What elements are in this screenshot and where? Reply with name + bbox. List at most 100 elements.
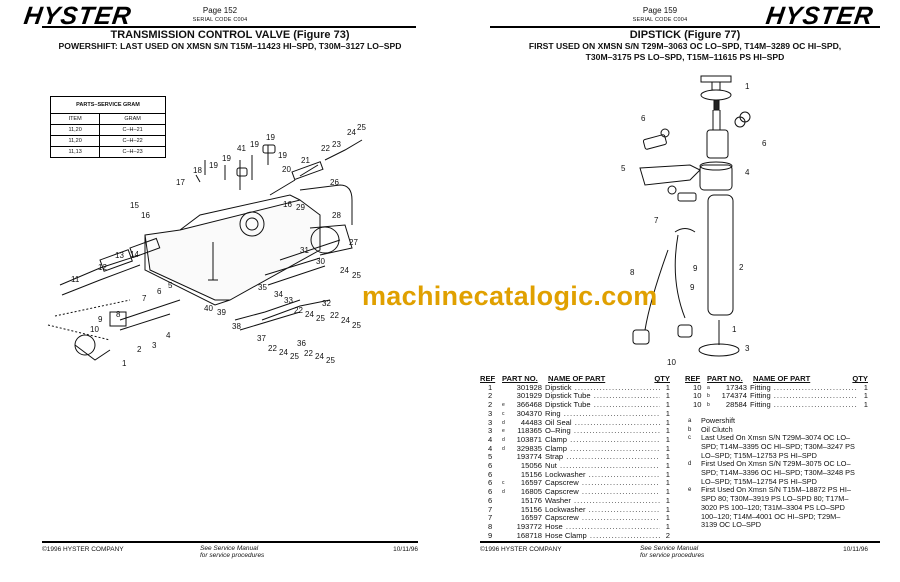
part-note [502, 497, 512, 506]
left-callout-22: 22 [330, 311, 339, 320]
page-subtitle-left: POWERSHIFT: LAST USED ON XMSN S/N T15M–1… [58, 41, 402, 51]
left-callout-24: 24 [315, 352, 324, 361]
left-callout-28: 28 [332, 211, 341, 220]
left-callout-40: 40 [204, 304, 213, 313]
part-qty: 1 [665, 513, 670, 523]
left-callout-19: 19 [222, 154, 231, 163]
left-callout-25: 25 [352, 321, 361, 330]
left-callout-24: 24 [279, 348, 288, 357]
part-qty: 1 [665, 478, 670, 488]
left-callout-41: 41 [237, 144, 246, 153]
part-qty: 1 [665, 443, 670, 453]
part-part: 103871 [516, 434, 542, 444]
part-ref: 2 [488, 400, 493, 410]
part-name: Capscrew [545, 514, 660, 523]
part-part: 28584 [725, 400, 747, 410]
part-ref: 3 [488, 408, 493, 418]
left-callout-30: 30 [316, 257, 325, 266]
parts-row: 716597Capscrew1 [480, 514, 670, 523]
part-part: 15156 [520, 504, 542, 514]
footnote-text: Powershift [701, 415, 736, 425]
part-part: 174374 [721, 391, 747, 401]
footer-rule-right [480, 541, 880, 543]
part-name: Nut [545, 462, 660, 471]
left-callout-27: 27 [349, 238, 358, 247]
footer-date-right: 10/11/96 [843, 546, 868, 553]
header-part-no: PART NO. [502, 374, 538, 383]
left-callout-37: 37 [257, 334, 266, 343]
part-part: 16597 [520, 513, 542, 523]
parts-row: 4d103871Clamp1 [480, 434, 670, 445]
left-callout-22: 22 [304, 349, 313, 358]
part-part: 15156 [520, 469, 542, 479]
part-part: 15176 [520, 495, 542, 505]
parts-row: 8193772Hose1 [480, 522, 670, 532]
left-callout-22: 22 [268, 344, 277, 353]
part-name: Hose [545, 523, 660, 532]
part-qty: 1 [665, 417, 670, 427]
header-ref: REF [685, 374, 701, 383]
left-callout-32: 32 [322, 299, 331, 308]
part-qty: 1 [863, 391, 868, 401]
left-callout-25: 25 [316, 314, 325, 323]
right-callout-1: 1 [745, 82, 750, 91]
left-callout-36: 36 [297, 339, 306, 348]
page-subtitle-right-2: T30M–3175 PS LO–SPD, T15M–11615 PS HI–SP… [585, 52, 785, 62]
part-part: 366468 [516, 400, 542, 410]
footer-date-left: 10/11/96 [393, 546, 418, 553]
left-callout-7: 7 [142, 294, 147, 303]
left-callout-5: 5 [168, 281, 173, 290]
serial-code-left: SERIAL CODE C004 [192, 17, 248, 23]
left-callout-23: 23 [332, 140, 341, 149]
gram-item: 11,13 [49, 146, 101, 158]
footnote-text: Oil Clutch [701, 424, 733, 434]
left-callout-2: 2 [137, 345, 142, 354]
part-ref: 3 [488, 426, 493, 436]
part-note [502, 514, 512, 523]
part-part: 193774 [516, 452, 542, 462]
footnote-key: c [688, 435, 691, 442]
footnote-key: a [688, 417, 692, 424]
parts-row: 6c16597Capscrew1 [480, 479, 670, 488]
right-callout-2: 2 [739, 263, 744, 272]
left-callout-12: 12 [98, 263, 107, 272]
page-number-right: Page 159 [642, 6, 678, 15]
left-callout-24: 24 [341, 316, 350, 325]
part-ref: 9 [488, 530, 493, 540]
left-callout-29: 29 [296, 203, 305, 212]
right-callout-5: 5 [621, 164, 626, 173]
parts-row: 3c304370Ring1 [480, 408, 670, 419]
left-callout-19: 19 [250, 140, 259, 149]
parts-row: 6d16805Capscrew1 [480, 487, 670, 497]
part-qty: 1 [665, 487, 670, 497]
left-callout-22: 22 [321, 144, 330, 153]
left-callout-8: 8 [116, 310, 121, 319]
header-ref: REF [480, 374, 496, 383]
part-note [502, 384, 512, 393]
part-qty: 1 [863, 400, 868, 410]
part-part: 168718 [516, 530, 542, 540]
part-qty: 1 [665, 400, 670, 410]
left-callout-39: 39 [217, 308, 226, 317]
footer-copyright-right: ©1996 HYSTER COMPANY [480, 546, 562, 553]
footer-note-left-2: for service procedures [200, 552, 265, 559]
left-callout-35: 35 [258, 283, 267, 292]
left-callout-17: 17 [176, 178, 185, 187]
left-callout-14: 14 [130, 250, 139, 259]
part-ref: 6 [488, 487, 493, 497]
left-callout-24: 24 [305, 310, 314, 319]
part-note [502, 532, 512, 541]
right-callout-9: 9 [693, 264, 698, 273]
footnote-text: First Used On Xmsn S/N T15M–18872 PS HI–… [701, 485, 851, 530]
part-name: Dipstick Tube [545, 401, 660, 410]
part-ref: 4 [488, 434, 493, 444]
parts-row: 615176Washer1 [480, 495, 670, 506]
right-callout-9: 9 [690, 283, 695, 292]
dipstick-diagram [632, 75, 751, 357]
